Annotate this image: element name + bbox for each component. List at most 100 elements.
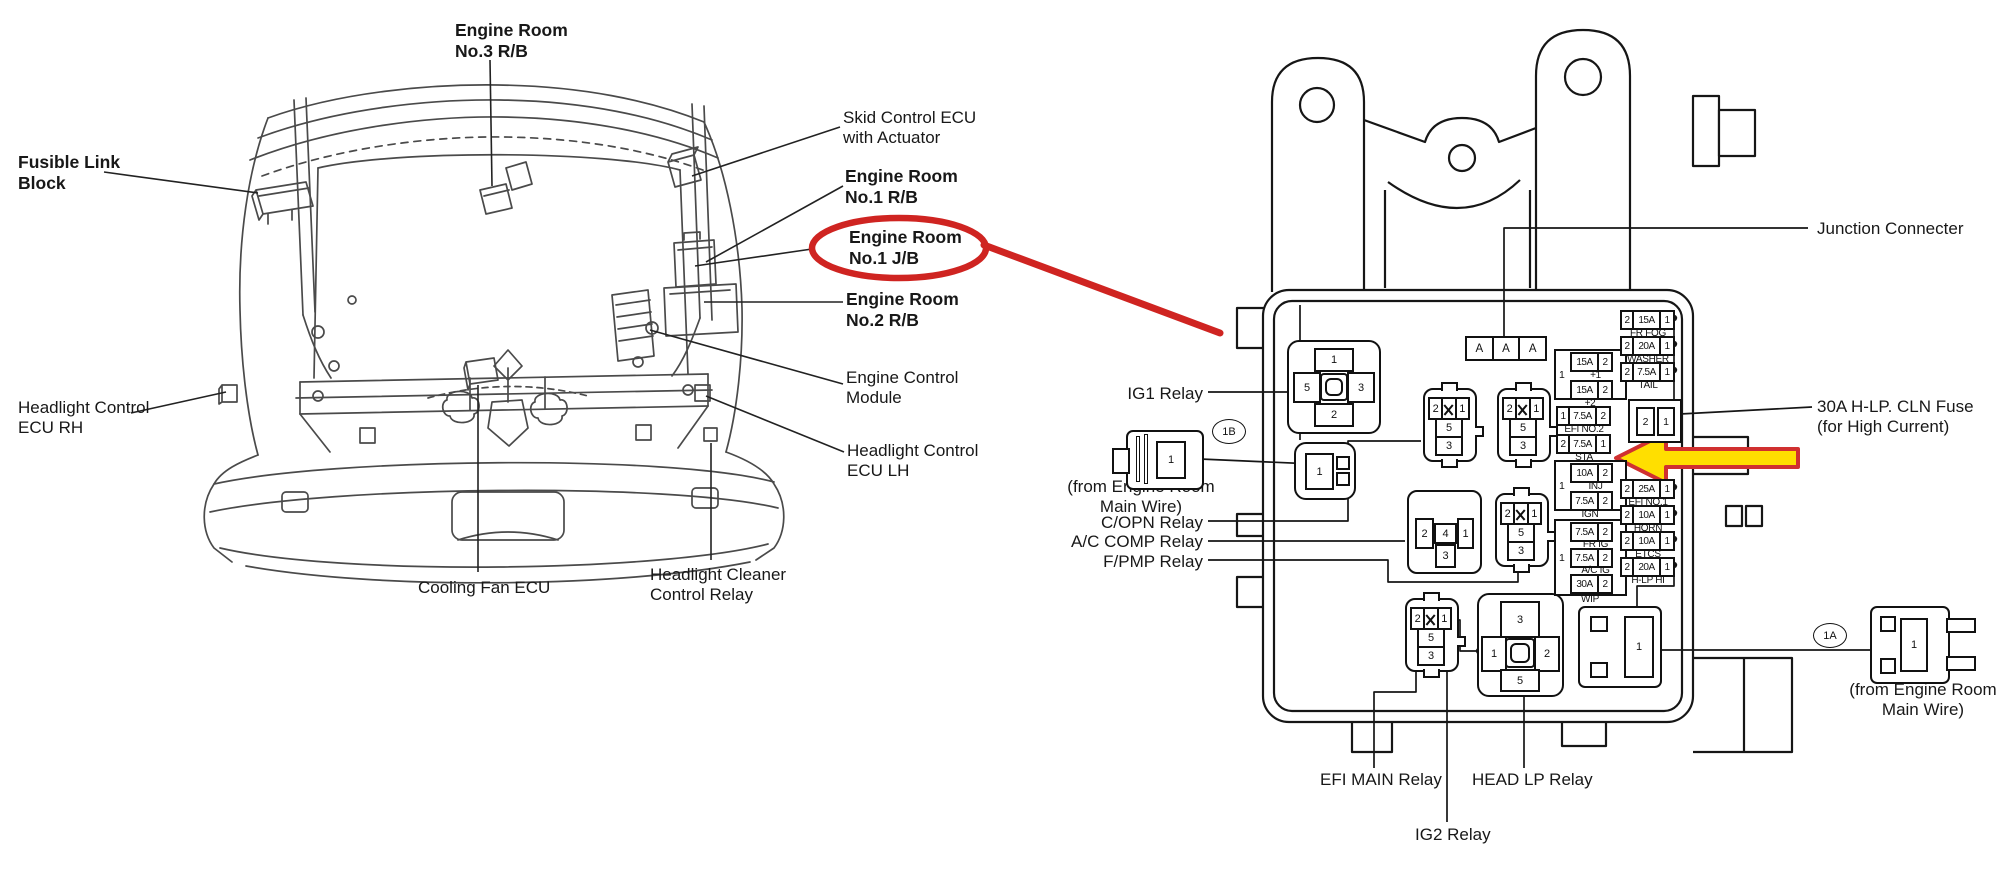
label-from-engine-room-right: (from Engine Room Main Wire) — [1848, 680, 1997, 720]
fuse-name: FR FOG — [1630, 328, 1666, 339]
label-fusible-link-block: Fusible Link Block — [18, 152, 120, 193]
label-skid-control-ecu: Skid Control ECU with Actuator — [843, 108, 976, 148]
relay-pin-row: 2 1 — [1500, 502, 1542, 525]
x-mark-icon — [1443, 399, 1457, 418]
fuse-pin: 1 — [1661, 533, 1673, 549]
fuse-sta: 2 7.5A 1 — [1556, 434, 1611, 454]
label-line: A/C COMP Relay — [1071, 532, 1203, 551]
fpmp-relay: 2 1 5 3 — [1495, 487, 1556, 573]
junction-cell: A — [1467, 338, 1494, 359]
fuse-name: +2 — [1584, 398, 1596, 409]
badge-text: 1B — [1222, 425, 1236, 438]
relay-core — [1505, 638, 1535, 668]
relay-tab — [1441, 459, 1458, 468]
holder-cell: 1 — [1657, 407, 1675, 436]
relay-pin: 3 — [1517, 545, 1525, 557]
label-line: No.3 R/B — [455, 40, 528, 61]
socket-pin: 1 — [1305, 453, 1334, 490]
cooling-fan-ecu-part — [463, 357, 499, 391]
fuse-pin: 1 — [1661, 481, 1673, 497]
connector-rib — [1144, 434, 1148, 484]
relay-pin: 2 — [1430, 399, 1444, 418]
fuse-row: 7.5A 2 — [1570, 522, 1613, 542]
relay-pin: 1 — [1441, 612, 1448, 625]
label-line: EFI MAIN Relay — [1320, 770, 1442, 789]
connector-detail — [1880, 616, 1896, 632]
external-connector-1a: 1 — [1870, 606, 1976, 684]
fuse-bracket-pin: 1 — [1559, 479, 1565, 492]
fuse-pin: 2 — [1622, 312, 1634, 328]
relay-upper-right: 2 1 5 3 — [1497, 382, 1558, 468]
fuse-row: 7.5A 2 — [1570, 491, 1613, 511]
label-line: Module — [846, 388, 902, 408]
fuse-pin: 2 — [1622, 481, 1634, 497]
label-line: Engine Room — [846, 289, 959, 309]
label-engine-room-no2-rb: Engine Room No.2 R/B — [846, 289, 959, 330]
fuse-pin: 2 — [1599, 382, 1611, 398]
connector-prong — [1946, 618, 1976, 633]
fuse-efi-no2: 1 7.5A 2 — [1556, 406, 1611, 426]
efi-main-relay: 2 1 5 3 — [1405, 592, 1466, 678]
fusebox-wiring — [1199, 227, 1872, 822]
fuse-amp: 10A — [1572, 465, 1599, 481]
connector-detail — [1590, 662, 1608, 678]
relay-nub — [1457, 636, 1466, 647]
head-lp-relay: 3 1 2 5 — [1477, 593, 1564, 697]
relay-tab — [1515, 382, 1532, 391]
fuse-name: H-LP HI — [1631, 575, 1665, 586]
relay-pin: 4 — [1434, 523, 1457, 544]
connector-pin: 1 — [1624, 616, 1654, 678]
label-line: Cooling Fan ECU — [418, 578, 551, 597]
engine-room-no3-rb-part — [479, 161, 533, 215]
label-line: Skid Control ECU — [843, 108, 977, 127]
relay-pin: 1 — [1314, 348, 1354, 372]
left-leader-lines — [103, 59, 845, 572]
label-engine-control-module: Engine Control Module — [846, 368, 958, 408]
relay-tab — [1513, 564, 1530, 573]
fuse-name: INJ — [1588, 481, 1603, 492]
ac-comp-relay: 2 4 1 3 — [1407, 490, 1482, 574]
fuse-washer: 2 20A 1 — [1620, 336, 1675, 356]
label-efi-main-relay: EFI MAIN Relay — [1320, 770, 1442, 790]
label-line: ECU LH — [847, 461, 910, 481]
label-line: IG1 Relay — [1127, 384, 1203, 403]
label-line: 30A H-LP. CLN Fuse — [1817, 397, 1974, 416]
junction-cell: A — [1528, 342, 1537, 355]
label-line: Block — [18, 172, 66, 193]
badge-text: 1A — [1823, 629, 1837, 642]
fuse-row: 30A 2 — [1570, 574, 1613, 594]
junction-connector-strip: A A A — [1465, 336, 1547, 361]
fuse-row: 15A 2 — [1570, 352, 1613, 372]
label-line: No.1 R/B — [845, 186, 918, 207]
relay-pin-stack: 5 3 — [1507, 523, 1535, 561]
fuse-etcs: 2 10A 1 — [1620, 531, 1675, 551]
relay-tab — [1441, 382, 1458, 391]
relay-pin: 5 — [1293, 372, 1321, 403]
label-line: Engine Control — [846, 368, 959, 387]
connector-badge-1a: 1A — [1813, 623, 1847, 648]
relay-pin-row: 2 1 — [1410, 607, 1452, 630]
fuse-pin: 2 — [1599, 524, 1611, 540]
relay-pin: 3 — [1500, 601, 1540, 638]
x-mark-icon — [1517, 399, 1531, 418]
fuse-amp: 15A — [1572, 382, 1599, 398]
fuse-pin: 2 — [1599, 550, 1611, 566]
socket-detail — [1336, 472, 1350, 486]
fuse-name: FR IG — [1582, 539, 1609, 550]
label-head-lp-relay: HEAD LP Relay — [1472, 770, 1593, 790]
relay-pin: 1 — [1531, 507, 1538, 520]
relay-pin: 5 — [1509, 525, 1533, 543]
relay-pin: 2 — [1412, 609, 1426, 628]
label-ig2-relay: IG2 Relay — [1415, 825, 1491, 845]
label-line: Engine Room — [455, 20, 568, 40]
copn-relay: 2 1 5 3 — [1423, 382, 1484, 468]
fuse-amp: 15A — [1572, 354, 1599, 370]
label-line: Main Wire) — [1881, 700, 1965, 720]
relay-pin: 3 — [1519, 440, 1527, 452]
label-line: Headlight Cleaner — [650, 565, 787, 584]
connector-plug — [1112, 448, 1130, 474]
fuse-amp: 15A — [1634, 312, 1661, 328]
fuse-amp: 10A — [1634, 507, 1661, 523]
label-line: F/PMP Relay — [1103, 552, 1203, 571]
fuse-name: WIP — [1581, 594, 1599, 605]
